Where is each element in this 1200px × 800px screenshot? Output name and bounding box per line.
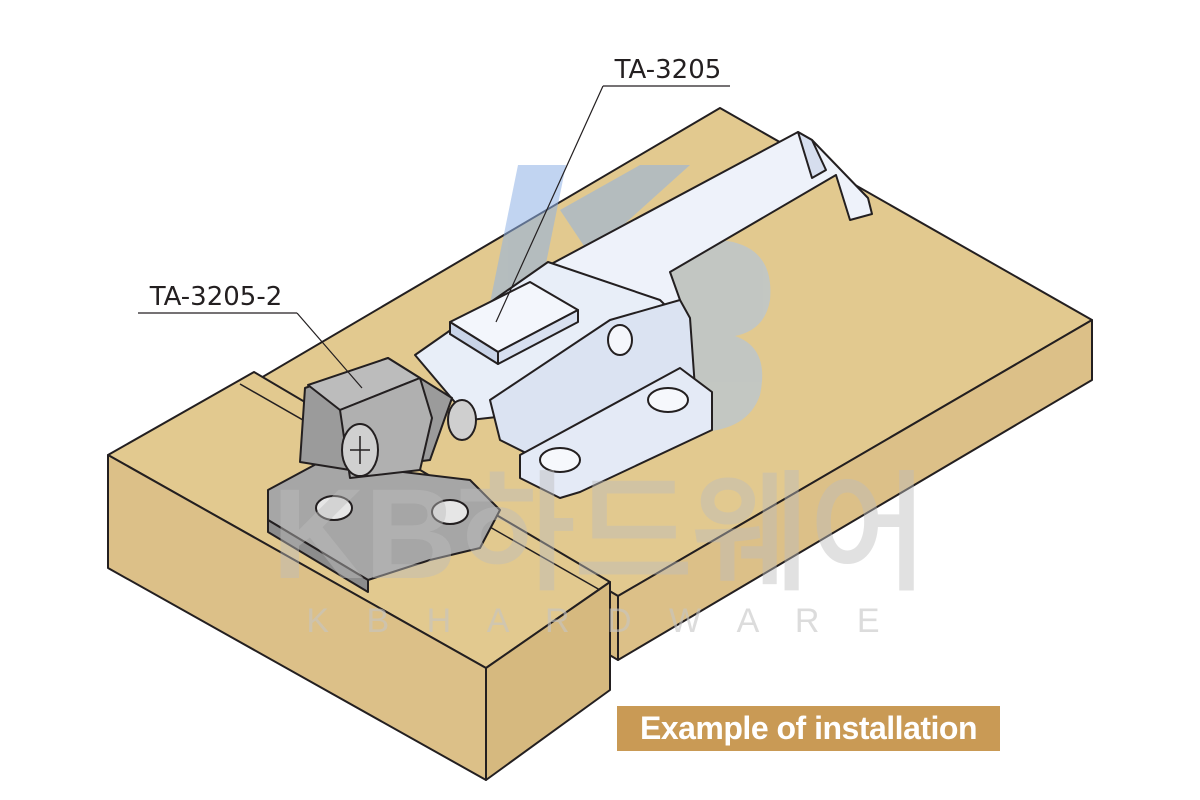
callout-bracket: TA-3205-2 [138, 282, 363, 389]
latch-handle [414, 131, 873, 499]
caption-badge: Example of installation [617, 706, 1000, 751]
caption-text: Example of installation [639, 710, 978, 746]
callout-latch: TA-3205 [495, 55, 730, 323]
watermark-korean-text: KB하드웨어 [272, 463, 928, 606]
callout-latch-leader [495, 85, 604, 323]
strike-bracket [267, 357, 501, 593]
label-latch: TA-3205 [614, 55, 722, 85]
watermark-english-text: K B H A R D W A R E [306, 602, 893, 640]
label-bracket: TA-3205-2 [149, 282, 283, 312]
callout-bracket-leader [296, 312, 363, 389]
